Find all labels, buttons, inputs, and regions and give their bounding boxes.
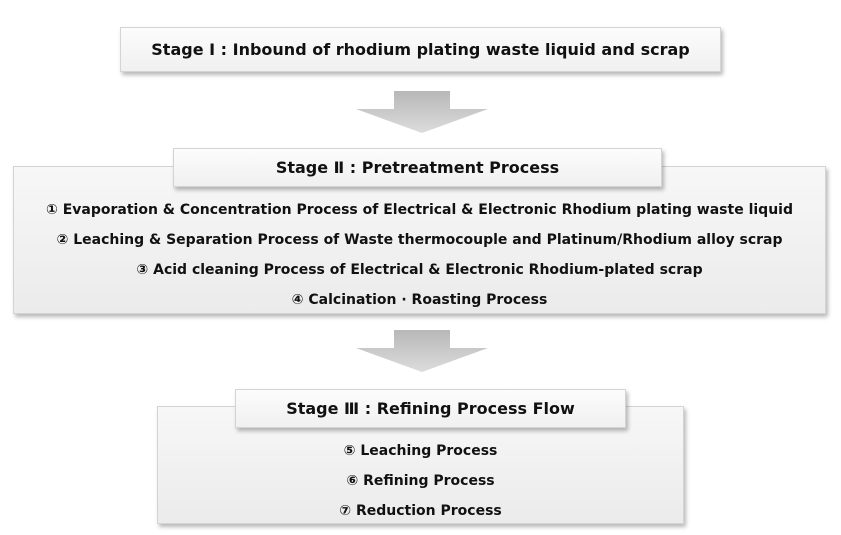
down-arrow-1-shape — [356, 91, 488, 133]
down-arrow-2-shape — [356, 330, 488, 372]
stage-1-box: Stage Ⅰ : Inbound of rhodium plating was… — [120, 27, 721, 72]
stage-3-item-3: ⑦ Reduction Process — [339, 503, 502, 519]
stage-2-item-1: ① Evaporation & Concentration Process of… — [46, 202, 793, 218]
stage-1-title: Stage Ⅰ : Inbound of rhodium plating was… — [151, 40, 690, 59]
stage-3-item-2: ⑥ Refining Process — [346, 473, 495, 489]
stage-2-item-3: ③ Acid cleaning Process of Electrical & … — [136, 262, 703, 278]
stage-3-item-1: ⑤ Leaching Process — [343, 443, 498, 459]
stage-3-box: Stage Ⅲ : Refining Process Flow — [235, 389, 626, 428]
stage-2-title: Stage Ⅱ : Pretreatment Process — [275, 158, 560, 177]
stage-2-item-4: ④ Calcination · Roasting Process — [291, 292, 548, 308]
down-arrow-2 — [356, 330, 488, 372]
stage-3-title: Stage Ⅲ : Refining Process Flow — [286, 399, 575, 418]
stage-2-item-2: ② Leaching & Separation Process of Waste… — [56, 232, 783, 248]
stage-2-panel: ① Evaporation & Concentration Process of… — [13, 166, 826, 314]
down-arrow-1 — [356, 91, 488, 133]
stage-2-box: Stage Ⅱ : Pretreatment Process — [173, 148, 662, 187]
